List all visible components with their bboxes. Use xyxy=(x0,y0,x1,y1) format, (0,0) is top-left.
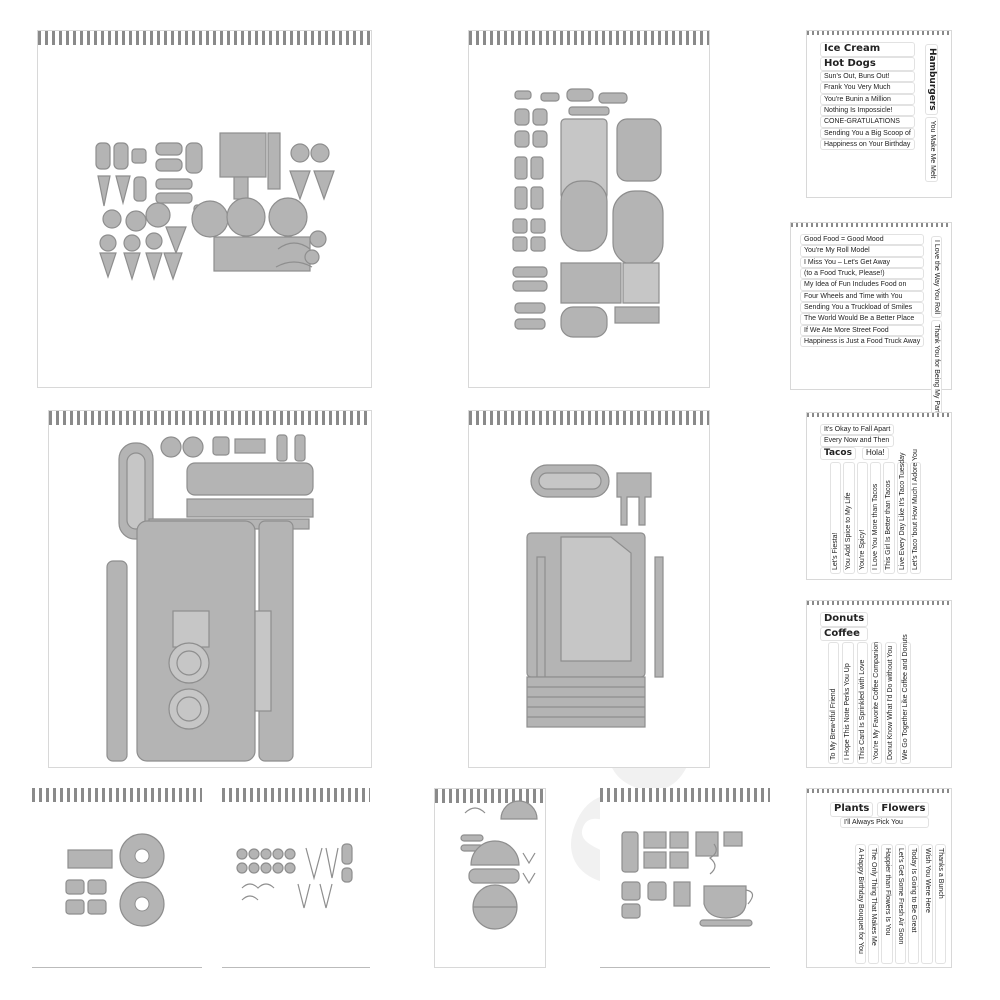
taco-dies-image xyxy=(460,800,538,930)
stamp-text: Hamburgers xyxy=(925,45,937,114)
stamp-text: The Only Thing That Makes Me xyxy=(868,845,879,963)
stamp-text: Hot Dogs xyxy=(821,57,914,70)
stamp-text: My Idea of Fun Includes Food on xyxy=(801,280,924,290)
stamp-text: I Miss You – Let's Get Away xyxy=(801,257,924,268)
card-baseline xyxy=(222,967,370,968)
card-stripe xyxy=(32,788,202,802)
stamp-text: Wish You Were Here xyxy=(922,845,932,963)
card-stripe xyxy=(807,31,951,35)
card-stripe xyxy=(791,223,951,227)
card-stripe xyxy=(469,411,709,425)
stamp-text: A Happy Birthday Bouquet for You xyxy=(855,845,865,963)
die-set-coffee[interactable] xyxy=(600,788,770,968)
card-stripe xyxy=(807,413,951,417)
stamp-text: You're My Roll Model xyxy=(801,246,924,256)
stamp-text: Flowers xyxy=(878,803,929,816)
stamp-text: Let's Taco 'bout How Much I Adore You xyxy=(911,449,921,573)
stamp-text: Four Wheels and Time with You xyxy=(801,291,924,302)
stamp-text: You Add Spice to My Life xyxy=(844,463,854,573)
card-stripe xyxy=(807,789,951,793)
card-stripe xyxy=(38,31,371,45)
card-baseline xyxy=(600,967,770,968)
stamp-text: Frank You Very Much xyxy=(821,83,914,93)
stamp-text: To My Brew-tiful Friend xyxy=(829,643,839,763)
cart-dies-image xyxy=(526,464,664,728)
stamp-text: Ice Cream xyxy=(821,43,914,56)
card-baseline xyxy=(32,967,202,968)
stamp-set-donuts-coffee[interactable]: Donuts Coffee To My Brew-tiful Friend I … xyxy=(806,600,952,768)
card-stripe xyxy=(435,789,545,803)
stamp-text: I Love You More than Tacos xyxy=(871,463,881,573)
stamp-text: Today Is Going to Be Great xyxy=(908,845,919,963)
stamp-text: Every Now and Then xyxy=(821,436,894,446)
stamp-text: Sending You a Big Scoop of xyxy=(821,128,914,139)
stamp-text: Happier than Flowers Is You xyxy=(882,845,892,963)
die-set-hot-dogs[interactable] xyxy=(468,30,710,388)
stamp-text: I Love the Way You Roll xyxy=(931,237,941,318)
stamp-text: Sun's Out, Buns Out! xyxy=(821,72,914,82)
stamp-text: You're Bunin a Million xyxy=(821,94,914,105)
stamp-text: Let's Fiesta! xyxy=(831,463,841,573)
card-stripe xyxy=(49,411,371,425)
ice-cream-dies-image xyxy=(95,132,335,282)
card-stripe xyxy=(222,788,370,802)
die-set-food-truck[interactable] xyxy=(48,410,372,768)
stamp-set-ice-cream[interactable]: Ice Cream Hot Dogs Sun's Out, Buns Out! … xyxy=(806,30,952,198)
stamp-set-food-truck[interactable]: Good Food = Good Mood You're My Roll Mod… xyxy=(790,222,952,451)
stamp-set-plants-flowers[interactable]: Plants Flowers I'll Always Pick You Than… xyxy=(806,788,952,968)
stamp-text: We Go Together Like Coffee and Donuts xyxy=(900,634,911,763)
stamp-text: Coffee xyxy=(821,627,868,640)
card-stripe xyxy=(807,601,951,605)
stamp-text: You're My Favorite Coffee Companion xyxy=(872,642,882,763)
die-set-tacos[interactable] xyxy=(434,788,546,968)
stamp-text: If We Ate More Street Food xyxy=(801,325,924,336)
die-set-plants[interactable] xyxy=(222,788,370,968)
stamp-text: I Hope This Note Perks You Up xyxy=(843,643,853,763)
card-stripe xyxy=(600,788,770,802)
stamp-text: Nothing Is Impossicle! xyxy=(821,106,914,116)
stamp-text: Sending You a Truckload of Smiles xyxy=(801,303,924,313)
stamp-text: Hola! xyxy=(862,447,888,460)
stamp-text: Donut Know What I'd Do without You xyxy=(886,643,896,763)
stamp-text: Happiness on Your Birthday xyxy=(821,140,914,150)
stamp-text: I'll Always Pick You xyxy=(841,817,929,827)
stamp-text: Tacos xyxy=(821,447,855,460)
stamp-text: Thanks a Bunch xyxy=(935,845,945,963)
die-set-donuts[interactable] xyxy=(32,788,202,968)
stamp-text: The World Would Be a Better Place xyxy=(801,314,924,324)
card-stripe xyxy=(469,31,709,45)
die-set-ice-cream[interactable] xyxy=(37,30,372,388)
die-set-cart[interactable] xyxy=(468,410,710,768)
stamp-text: Plants xyxy=(831,803,873,816)
stamp-text: It's Okay to Fall Apart xyxy=(821,425,894,435)
stamp-text: CONE-GRATULATIONS xyxy=(821,117,914,127)
stamp-text: Donuts xyxy=(821,613,868,626)
stamp-text: Happiness is Just a Food Truck Away xyxy=(801,337,924,347)
stamp-text: You Make Me Melt xyxy=(925,117,937,182)
stamp-text: Let's Get Some Fresh Air Soon xyxy=(895,845,905,963)
stamp-text: This Girl Is Better than Tacos xyxy=(884,463,894,573)
hot-dog-dies-image xyxy=(512,88,664,338)
stamp-text: This Card Is Sprinkled with Love xyxy=(857,643,868,763)
coffee-dies-image xyxy=(621,831,754,927)
plant-dies-image xyxy=(236,843,353,909)
stamp-text: You're Spicy! xyxy=(857,463,868,573)
stamp-set-tacos[interactable]: It's Okay to Fall Apart Every Now and Th… xyxy=(806,412,952,580)
donut-dies-image xyxy=(65,833,165,927)
stamp-text: Live Every Day Like It's Taco Tuesday xyxy=(897,452,908,573)
stamp-text: (to a Food Truck, Please!) xyxy=(801,269,924,279)
stamp-text: Good Food = Good Mood xyxy=(801,235,924,245)
food-truck-dies-image xyxy=(106,434,314,762)
